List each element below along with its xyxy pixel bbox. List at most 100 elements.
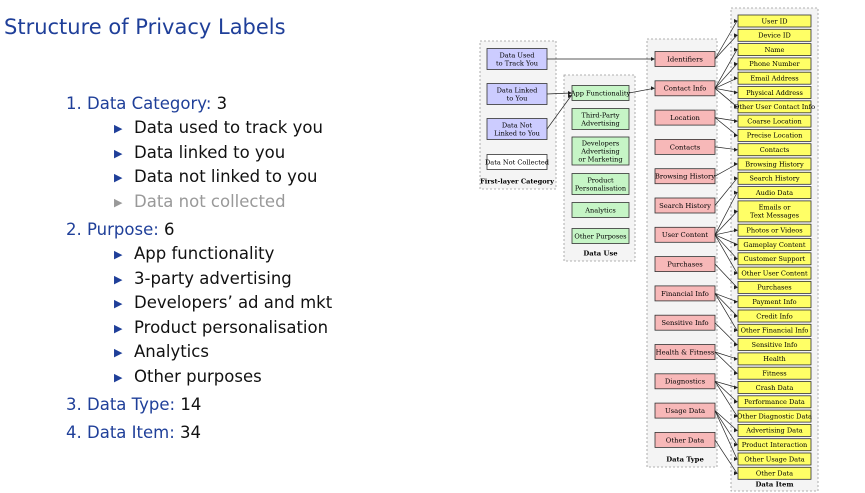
data-type-label: Financial Info <box>661 290 709 298</box>
type-item-connector <box>714 293 738 317</box>
data-type-label: Health & Fitness <box>656 348 715 356</box>
data-item-label: Health <box>763 355 786 363</box>
arrow-head-icon <box>734 314 738 318</box>
arrow-head-icon <box>734 385 738 390</box>
type-item-connector <box>714 88 738 108</box>
arrow-head-icon <box>734 428 738 433</box>
type-item-connector <box>714 351 738 360</box>
category-use-connector <box>546 92 572 95</box>
data-type-label: Other Data <box>666 436 704 444</box>
arrow-head-icon <box>734 471 738 476</box>
data-item-label: Payment Info <box>752 298 796 306</box>
data-item-label: Emails or <box>759 204 792 212</box>
bullet-triangle-icon: ▶ <box>114 297 123 310</box>
arrow-head-icon <box>568 91 572 95</box>
category-label: Data Not Collected <box>485 158 550 166</box>
data-item-label: Other User Content <box>741 269 808 277</box>
arrow-head-icon <box>734 119 738 124</box>
arrow-head-icon <box>734 414 738 419</box>
data-item-label: Crash Data <box>756 384 794 392</box>
data-use-label: App Functionality <box>570 89 631 97</box>
bullet-triangle-icon: ▶ <box>114 272 123 286</box>
data-type-label: Search History <box>659 202 711 210</box>
section-number: 3. <box>66 395 82 414</box>
data-item-label: Audio Data <box>755 189 793 197</box>
data-item-label: Other Data <box>756 470 793 478</box>
type-item-connector <box>714 234 738 260</box>
arrow-head-icon <box>734 33 738 38</box>
type-item-connector <box>714 146 738 151</box>
data-item-label: User ID <box>762 17 788 25</box>
arrow-head-icon <box>734 242 738 247</box>
bullet-triangle-icon: ▶ <box>114 248 123 261</box>
arrow-head-icon <box>734 442 738 447</box>
type-item-connector <box>714 381 738 417</box>
list-item: ▶Data used to track you <box>112 116 332 141</box>
data-use-label: Personalisation <box>575 184 627 192</box>
category-label: to You <box>507 94 528 102</box>
data-use-box <box>571 136 630 166</box>
type-item-connector <box>714 117 738 122</box>
data-item-label: Text Messages <box>750 212 800 220</box>
data-use-label: Third-Party <box>582 111 620 119</box>
section-count: 34 <box>180 423 202 442</box>
arrow-head-icon <box>734 76 738 81</box>
arrow-head-icon <box>734 190 738 195</box>
arrow-head-icon <box>734 133 738 138</box>
type-item-connector <box>714 410 738 460</box>
category-label: to Track You <box>496 59 538 67</box>
type-item-connector <box>714 35 738 60</box>
list-item: ▶App functionality <box>112 242 332 267</box>
list-item: ▶Product personalisation <box>112 316 332 341</box>
data-type-label: Identifiers <box>667 55 703 63</box>
section-label: Data Type <box>87 395 170 414</box>
data-item-label: Photos or Videos <box>746 227 803 235</box>
arrow-head-icon <box>734 342 738 347</box>
data-type-label: Purchases <box>667 260 703 268</box>
bullet-triangle-icon: ▶ <box>114 122 123 135</box>
section-label: Data Category <box>87 94 206 113</box>
data-item-label: Device ID <box>758 32 791 40</box>
data-type-label: Browsing History <box>655 173 715 181</box>
arrow-head-icon <box>734 61 738 66</box>
category-label: Data Used <box>500 51 536 59</box>
bullet-triangle-icon: ▶ <box>114 321 123 335</box>
arrow-head-icon <box>734 19 738 23</box>
list-item: ▶Other purposes <box>112 365 332 390</box>
data-item-label: Other User Contact Info <box>734 103 815 111</box>
sub-list: ▶App functionality ▶3-party advertising … <box>66 242 332 389</box>
data-item-label: Name <box>765 46 785 54</box>
type-item-connector <box>714 211 738 236</box>
type-item-connector <box>714 87 738 93</box>
data-item-label: Sensitive Info <box>752 341 798 349</box>
data-item-label: Precise Location <box>747 132 803 140</box>
data-use-label: Developers <box>582 139 620 147</box>
type-item-connector <box>714 163 738 177</box>
data-item-caption: Data Item <box>755 480 794 488</box>
data-use-label: Analytics <box>584 206 616 214</box>
section-number: 1. <box>66 94 82 113</box>
section-count: 6 <box>164 220 175 239</box>
arrow-head-icon <box>734 356 738 361</box>
data-type-label: Location <box>670 114 700 122</box>
type-item-connector <box>714 49 738 89</box>
arrow-head-icon <box>651 86 655 91</box>
data-use-caption: Data Use <box>583 249 618 257</box>
section-number: 4. <box>66 423 82 442</box>
arrow-head-icon <box>734 328 738 333</box>
data-item-label: Other Usage Data <box>744 455 804 463</box>
data-item-label: Product Interaction <box>742 441 808 449</box>
data-use-box <box>571 228 630 244</box>
slide-title: Structure of Privacy Labels <box>4 15 286 39</box>
type-item-connector <box>714 229 738 236</box>
arrow-head-icon <box>734 90 738 95</box>
arrow-head-icon <box>734 285 738 290</box>
data-use-label: Other Purposes <box>574 232 627 240</box>
data-use-label: Product <box>587 176 614 184</box>
bullet-triangle-icon: ▶ <box>114 195 123 209</box>
category-box <box>486 154 548 170</box>
type-item-connector <box>714 234 738 274</box>
data-type-caption: Data Type <box>666 455 704 463</box>
data-type-label: Diagnostics <box>665 378 706 386</box>
